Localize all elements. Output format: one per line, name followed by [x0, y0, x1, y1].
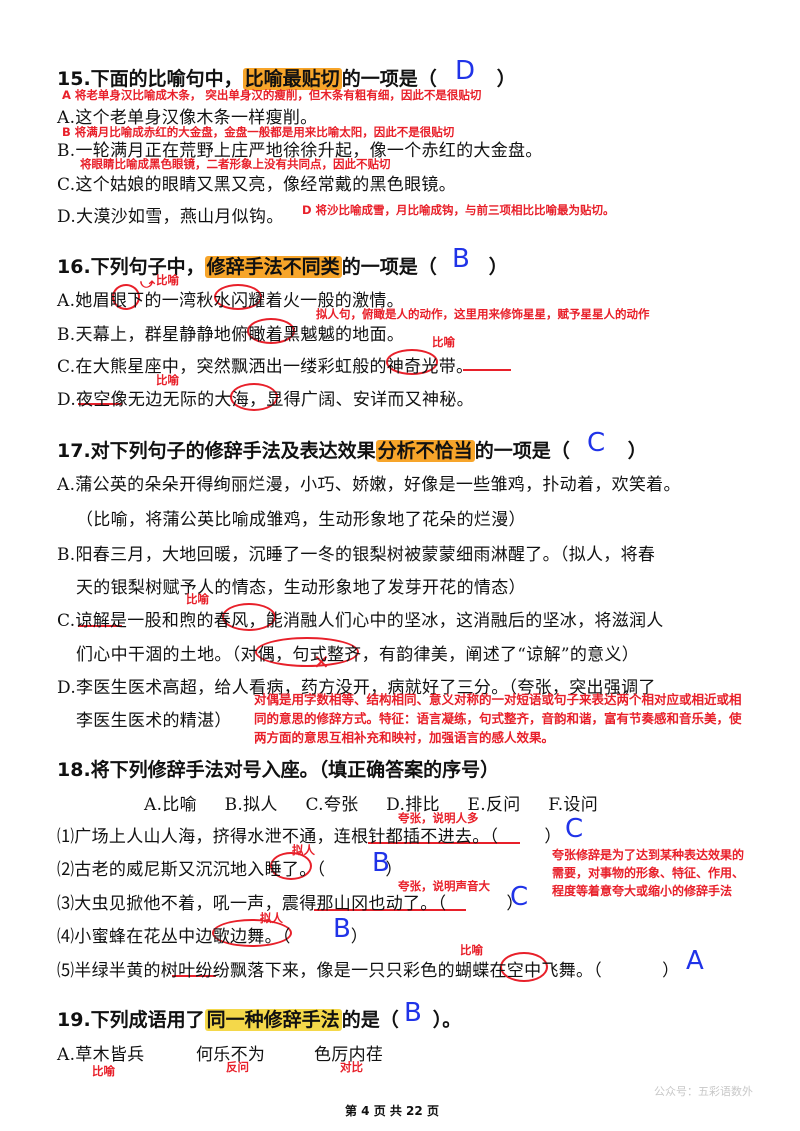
q18-answer-4: B [333, 914, 351, 944]
q18-answer-3: C [510, 882, 529, 912]
q18-note-3: 夸张，说明声音大 [398, 879, 490, 893]
q19-note-a: 比喻 [92, 1064, 115, 1078]
q17-line-5: C.谅解是一股和煦的春风，能消融人们心中的坚冰，这消融后的坚冰，将滋润人 [57, 611, 664, 631]
q18-note-5: 比喻 [460, 943, 483, 957]
q17-answer: C [587, 428, 606, 458]
q19-highlight: 同一种修辞手法 [204, 1009, 342, 1031]
q15-title: 15.下面的比喻句中，比喻最贴切的一项是（） [57, 68, 516, 90]
q15-note-a: A 将老单身汉比喻成木条， 突出单身汉的瘦削，但木条有粗有细，因此不是很贴切 [62, 88, 482, 102]
q15-note-c: 将眼睛比喻成黑色眼镜，二者形象上没有共同点，因此不贴切 [80, 157, 391, 171]
q18-choice-b: B.拟人 [224, 795, 278, 815]
q18-choice-d: D.排比 [386, 795, 440, 815]
q17-circle-duiou [255, 637, 359, 667]
q15-option-a: A.这个老单身汉像木条一样瘦削。 [57, 108, 318, 128]
q18-choice-e: E.反问 [467, 795, 521, 815]
q17-line-4: 天的银梨树赋予人的情态，生动形象地了发芽开花的情态） [76, 578, 526, 598]
q17-note-duiou: 对偶是用字数相等、结构相同、意义对称的一对短语或句子来表达两个相对应或相近或相同… [254, 692, 742, 745]
q17-line-2: （比喻，将蒲公英比喻成雏鸡，生动形象地了花朵的烂漫） [76, 510, 526, 530]
q18-choice-f: F.设问 [548, 795, 599, 815]
q19-title: 19.下列成语用了同一种修辞手法的是（）。 [57, 1009, 462, 1031]
q16-note-b: 拟人句，俯瞰是人的动作，这里用来修饰星星，赋予星星人的动作 [316, 307, 650, 321]
q18-item-5: ⑸半绿半黄的树叶纷纷飘落下来，像是一只只彩色的蝴蝶在空中飞舞。（） [57, 961, 680, 981]
q18-underline-5 [172, 975, 216, 977]
q19-answer: B [404, 998, 422, 1028]
q18-note-kuazhang: 夸张修辞是为了达到某种表达效果的需要，对事物的形象、特征、作用、程度等着意夸大或… [552, 848, 745, 898]
q17-underline-c [78, 625, 122, 627]
q16-option-d: D.夜空像无边无际的大海，显得广阔、安详而又神秘。 [57, 390, 474, 410]
q18-title: 18.将下列修辞手法对号入座。（填正确答案的序号） [57, 759, 500, 781]
q17-line-3: B.阳春三月，大地回暖，沉睡了一冬的银梨树被蒙蒙细雨淋醒了。（拟人，将春 [57, 545, 656, 565]
watermark: 公众号：五彩语数外 [654, 1085, 753, 1098]
q18-circle-5 [500, 952, 548, 982]
q15-highlight: 比喻最贴切 [242, 68, 342, 90]
q16-arrow-a: ⤻ [140, 276, 155, 292]
q16-circle-d [230, 383, 278, 411]
q17-title: 17.对下列句子的修辞手法及表达效果分析不恰当的一项是（） [57, 440, 647, 462]
q19-note-b: 反问 [226, 1060, 249, 1074]
q15-option-c: C.这个姑娘的眼睛又黑又亮，像经常戴的黑色眼镜。 [57, 175, 457, 195]
q16-note-c: 比喻 [432, 335, 455, 349]
q16-circle-c [386, 349, 438, 375]
q16-option-b: B.天幕上，群星静静地俯瞰着黑魆魆的地面。 [57, 325, 405, 345]
q18-choices: A.比喻 B.拟人 C.夸张 D.排比 E.反问 F.设问 [144, 790, 598, 815]
q17-cross-mark: ✕ [313, 650, 330, 674]
q18-item-2: ⑵古老的威尼斯又沉沉地入睡了。（） [57, 860, 403, 880]
q17-line-6: 们心中干涸的土地。（对偶，句式整齐，有韵律美，阐述了“谅解”的意义） [76, 645, 640, 665]
q18-underline-3 [314, 909, 466, 911]
q15-answer: D [455, 56, 476, 86]
q16-underline-c [463, 369, 511, 371]
q16-option-a: A.她眉眼下的一湾秋水闪耀着火一般的激情。 [57, 291, 404, 311]
q17-note-c: 比喻 [186, 592, 209, 606]
q16-option-c: C.在大熊星座中，突然飘洒出一缕彩虹般的神奇光带。 [57, 357, 474, 377]
q19-idiom-a: A.草木皆兵 [57, 1045, 145, 1065]
q15-option-b: B.一轮满月正在荒野上庄严地徐徐升起，像一个赤红的大金盘。 [57, 141, 543, 161]
q15-option-d: D.大漠沙如雪，燕山月似钩。 [57, 207, 284, 227]
q17-line-1: A.蒲公英的朵朵开得绚丽烂漫，小巧、娇嫩，好像是一些雏鸡，扑动着，欢笑着。 [57, 475, 681, 495]
q17-line-7: D.李医生医术高超，给人看病，药方没开，病就好了三分。（夸张，突出强调了 [57, 678, 656, 698]
q18-item-1: ⑴广场上人山人海，挤得水泄不通，连根针都插不进去。（） [57, 827, 562, 847]
q16-title: 16.下列句子中，修辞手法不同类的一项是（） [57, 256, 508, 278]
q18-answer-1: C [565, 814, 584, 844]
q16-underline-d [78, 403, 122, 405]
q19-note-c: 对比 [340, 1060, 363, 1074]
q19-idiom-c: 色厉内荏 [314, 1045, 384, 1065]
q18-note-1: 夸张，说明人多 [398, 811, 479, 825]
q18-answer-5: A [686, 946, 704, 976]
q18-underline-1 [368, 842, 520, 844]
q16-note-a: 比喻 [156, 273, 179, 287]
q18-circle-4 [212, 919, 292, 947]
q19-idiom-b: 何乐不为 [196, 1045, 266, 1065]
q16-highlight: 修辞手法不同类 [204, 256, 342, 278]
q15-note-d: D 将沙比喻成雪，月比喻成钩，与前三项相比比喻最为贴切。 [302, 203, 615, 217]
q18-circle-2 [270, 852, 312, 880]
q16-answer: B [452, 244, 470, 274]
q16-note-d: 比喻 [156, 373, 179, 387]
q17-line-8: 李医生医术的精湛） [76, 711, 232, 731]
q16-circle-a1 [112, 284, 140, 310]
q18-item-3: ⑶大虫见掀他不着，吼一声，震得那山冈也动了。（） [57, 894, 524, 914]
q15-note-b: B 将满月比喻成赤红的大金盘，金盘一般都是用来比喻太阳，因此不是很贴切 [62, 125, 455, 139]
q17-circle-c [222, 603, 276, 631]
q16-circle-a2 [214, 284, 262, 310]
page-number: 第 4 页 共 22 页 [345, 1104, 439, 1118]
q18-choice-c: C.夸张 [305, 795, 359, 815]
q17-highlight: 分析不恰当 [375, 440, 475, 462]
q18-choice-a: A.比喻 [144, 795, 197, 815]
q18-answer-2: B [372, 848, 390, 878]
q16-circle-b [247, 318, 295, 344]
q18-item-4: ⑷小蜜蜂在花丛中边歌边舞。（） [57, 927, 369, 947]
